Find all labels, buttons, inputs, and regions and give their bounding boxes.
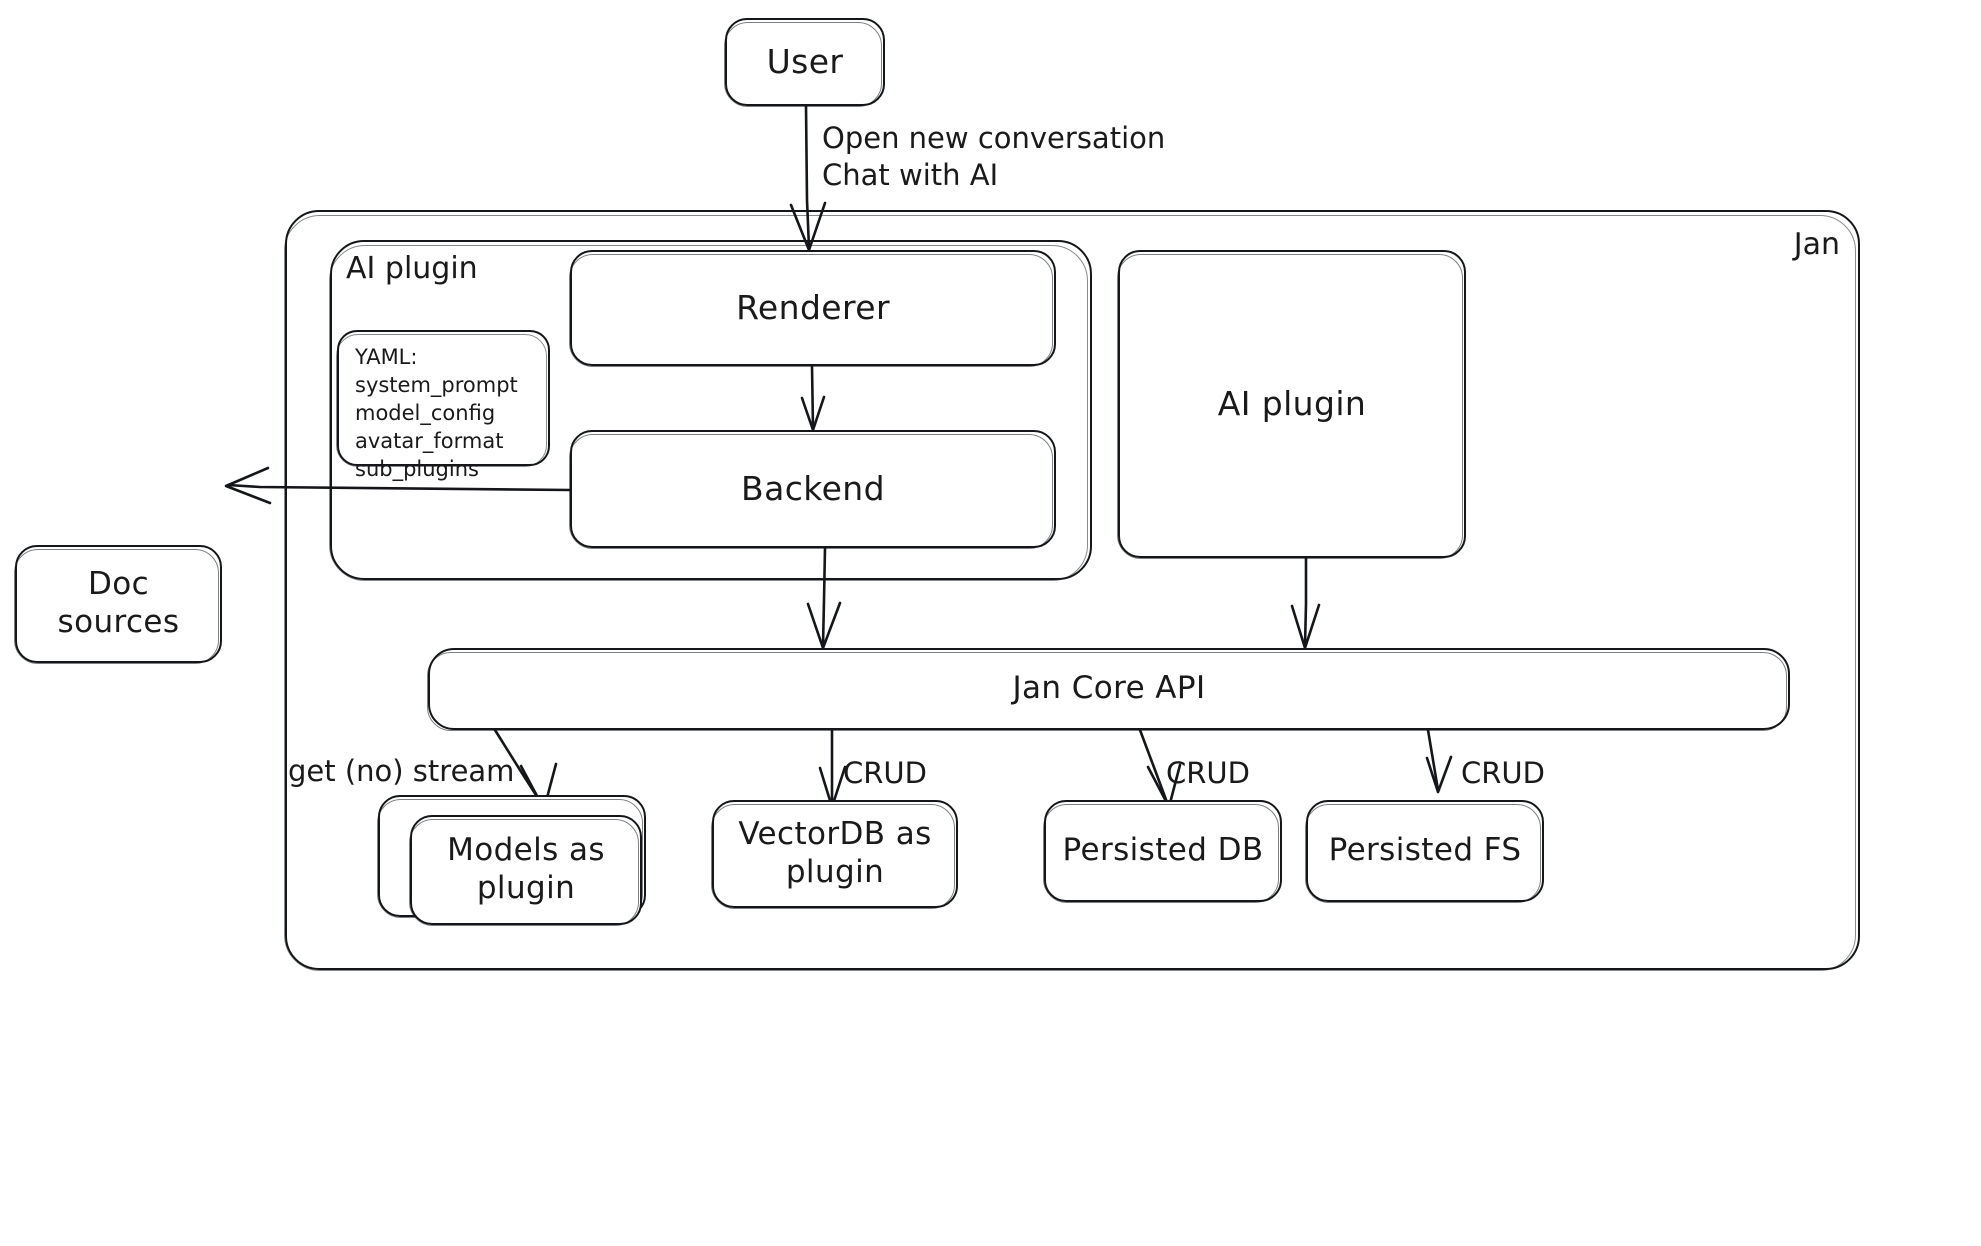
node-renderer[interactable]: Renderer <box>569 250 1056 367</box>
edge-label-get-no-stream: get (no) stream <box>288 754 515 788</box>
jan-container-title: Jan <box>1793 227 1840 262</box>
node-ai-plugin[interactable]: AI plugin <box>1117 250 1466 559</box>
node-vectordb-as-plugin-label: VectorDB as plugin <box>738 816 932 890</box>
node-vectordb-as-plugin[interactable]: VectorDB as plugin <box>711 800 958 909</box>
node-doc-sources[interactable]: Doc sources <box>14 545 222 664</box>
ai-plugin-container-title: AI plugin <box>346 251 478 286</box>
arrowhead-backend-to-docsources <box>224 466 272 505</box>
node-persisted-db[interactable]: Persisted DB <box>1043 800 1282 903</box>
yaml-item-system-prompt: system_prompt <box>355 372 518 397</box>
node-backend[interactable]: Backend <box>569 430 1056 549</box>
yaml-config-note: YAML: system_prompt model_config avatar_… <box>336 330 550 481</box>
node-user[interactable]: User <box>724 18 885 107</box>
node-persisted-fs[interactable]: Persisted FS <box>1305 800 1544 903</box>
edge-label-crud-persisted-db: CRUD <box>1166 756 1250 790</box>
node-jan-core-api[interactable]: Jan Core API <box>427 648 1790 731</box>
edge-label-crud-vectordb: CRUD <box>843 756 927 790</box>
yaml-item-model-config: model_config <box>355 400 496 425</box>
node-models-as-plugin-label: Models as plugin <box>447 832 605 906</box>
node-models-as-plugin[interactable]: Models as plugin <box>409 815 642 926</box>
ai-plugin-container: AI plugin <box>329 240 1092 581</box>
node-doc-sources-label: Doc sources <box>57 566 180 640</box>
node-user-label: User <box>766 41 844 81</box>
node-persisted-db-label: Persisted DB <box>1062 832 1264 869</box>
node-ai-plugin-label: AI plugin <box>1217 383 1367 423</box>
edge-label-crud-persisted-fs: CRUD <box>1461 756 1545 790</box>
edge-label-open-conversation: Open new conversation Chat with AI <box>822 121 1166 193</box>
node-persisted-fs-label: Persisted FS <box>1328 832 1522 869</box>
node-backend-label: Backend <box>741 468 885 508</box>
yaml-heading: YAML: <box>355 345 418 369</box>
node-renderer-label: Renderer <box>736 287 890 327</box>
yaml-item-sub-plugins: sub_plugins <box>355 456 479 481</box>
node-jan-core-api-label: Jan Core API <box>1012 670 1206 707</box>
yaml-item-avatar-format: avatar_format <box>355 428 504 453</box>
